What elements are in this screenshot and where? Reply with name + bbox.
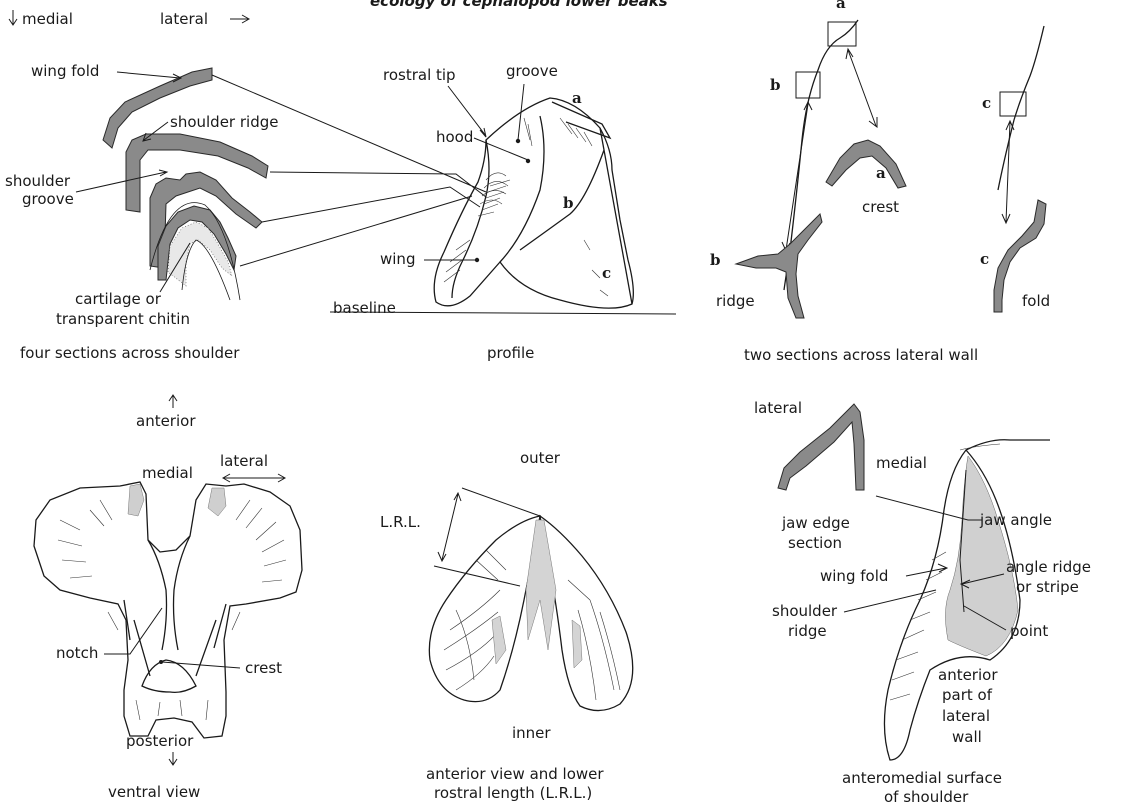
label-baseline: baseline <box>333 299 396 317</box>
ventral-lateral-walls <box>124 600 226 676</box>
label-profile-c: c <box>602 264 611 282</box>
label-am-wing-fold: wing fold <box>820 567 888 585</box>
arrow-a <box>846 49 877 127</box>
label-lrl: L.R.L. <box>380 513 421 531</box>
label-vv-medial: medial <box>142 464 193 482</box>
label-am-lateral: lateral <box>754 399 802 417</box>
pointer-shoulder-groove <box>76 170 167 192</box>
label-crest: crest <box>862 198 899 216</box>
ventral-outline <box>34 482 302 738</box>
pointer-am-shoulder-ridge <box>844 590 936 612</box>
label-rostral-tip: rostral tip <box>383 66 456 84</box>
panel-anterior-view: outer L.R.L. inner anterior view and low… <box>380 449 633 802</box>
label-inner: inner <box>512 724 551 742</box>
label-jaw-angle: jaw angle <box>979 511 1052 529</box>
caption-ventral-view: ventral view <box>108 783 200 801</box>
dot-hood <box>526 159 530 163</box>
caption-anteromedial-1: anteromedial surface <box>842 769 1002 787</box>
posterior-arrow-icon <box>169 752 177 765</box>
label-wing: wing <box>380 250 415 268</box>
label-cartilage-1: cartilage or <box>75 290 162 308</box>
dot-crest <box>159 660 163 664</box>
caption-anterior-view-1: anterior view and lower <box>426 765 604 783</box>
label-jaw-edge-2: section <box>788 534 842 552</box>
caption-profile: profile <box>487 344 534 362</box>
label-fold: fold <box>1022 292 1050 310</box>
label-profile-a: a <box>572 89 582 107</box>
label-jaw-edge-1: jaw edge <box>781 514 850 532</box>
label-lw-b-ridge: b <box>710 251 721 269</box>
lateral-wall-curve-right <box>998 26 1044 190</box>
ventral-notch-outline <box>148 536 190 650</box>
profile-lateral-wall <box>520 102 632 304</box>
label-groove: groove <box>506 62 558 80</box>
panel-anteromedial: lateral medial jaw edge section jaw angl… <box>754 399 1091 806</box>
pointer-notch <box>104 608 162 654</box>
caption-lateral-wall: two sections across lateral wall <box>744 346 978 364</box>
lateral-double-arrow-icon <box>223 474 285 482</box>
label-shoulder-groove-2: groove <box>22 190 74 208</box>
label-vv-crest: crest <box>245 659 282 677</box>
label-lw-a-crest: a <box>876 164 886 182</box>
label-angle-ridge-2: or stripe <box>1016 578 1079 596</box>
label-shoulder-groove-1: shoulder <box>5 172 71 190</box>
label-shoulder-ridge-1: shoulder <box>772 602 838 620</box>
label-posterior: posterior <box>126 732 194 750</box>
label-lw-a-top: a <box>836 0 846 12</box>
orientation-medial: medial <box>22 10 73 28</box>
lateral-arrow-icon <box>230 15 249 23</box>
dot-wing <box>475 258 479 262</box>
lrl-arrow-icon <box>438 493 461 561</box>
ventral-crest-plate <box>142 660 196 692</box>
anterior-stipple <box>492 520 582 668</box>
dot-groove <box>516 139 520 143</box>
panel-profile: rostral tip groove a hood b wing c basel… <box>330 62 676 362</box>
lrl-lines <box>434 488 540 586</box>
label-anterior-part-4: wall <box>952 728 982 746</box>
anterior-outline-right <box>540 516 633 711</box>
label-shoulder-ridge: shoulder ridge <box>170 113 278 131</box>
label-shoulder-ridge-2: ridge <box>788 622 827 640</box>
panel-shoulder-sections: medial lateral wing fold shoulder ridge … <box>5 10 486 362</box>
section-crest <box>826 140 906 188</box>
label-vv-lateral: lateral <box>220 452 268 470</box>
orientation-lateral: lateral <box>160 10 208 28</box>
medial-arrow-icon <box>9 10 17 25</box>
label-lw-c-box: c <box>982 94 991 112</box>
label-outer: outer <box>520 449 561 467</box>
label-cartilage-2: transparent chitin <box>56 310 190 328</box>
label-wing-fold: wing fold <box>31 62 99 80</box>
pointer-groove <box>518 84 524 140</box>
label-lw-c-fold: c <box>980 250 989 268</box>
label-point: point <box>1010 622 1048 640</box>
box-a <box>828 22 856 46</box>
label-am-medial: medial <box>876 454 927 472</box>
label-anterior: anterior <box>136 412 196 430</box>
pointer-am-wing-fold <box>906 564 947 576</box>
label-anterior-part-1: anterior <box>938 666 998 684</box>
label-lw-b-box: b <box>770 76 781 94</box>
caption-anteromedial-2: of shoulder <box>884 788 969 806</box>
panel-lateral-wall: a b a crest b ridge c c fold two section… <box>710 0 1050 364</box>
anterior-arrow-icon <box>169 395 177 408</box>
label-angle-ridge-1: angle ridge <box>1006 558 1091 576</box>
ventral-hatching <box>58 500 286 720</box>
caption-anterior-view-2: rostral length (L.R.L.) <box>434 784 592 802</box>
label-hood: hood <box>436 128 473 146</box>
arrow-c <box>1002 121 1014 223</box>
caption-shoulder-sections: four sections across shoulder <box>20 344 240 362</box>
label-profile-b: b <box>563 194 574 212</box>
panel-ventral-view: anterior medial lateral notch crest post… <box>34 395 302 801</box>
profile-wing-edge <box>500 116 544 262</box>
label-notch: notch <box>56 644 98 662</box>
label-ridge: ridge <box>716 292 755 310</box>
profile-grooves <box>480 173 508 204</box>
running-header: ecology of cephalopod lower beaks <box>370 0 668 10</box>
anteromedial-stipple <box>945 456 1018 656</box>
label-anterior-part-2: part of <box>942 686 993 704</box>
label-anterior-part-3: lateral <box>942 707 990 725</box>
